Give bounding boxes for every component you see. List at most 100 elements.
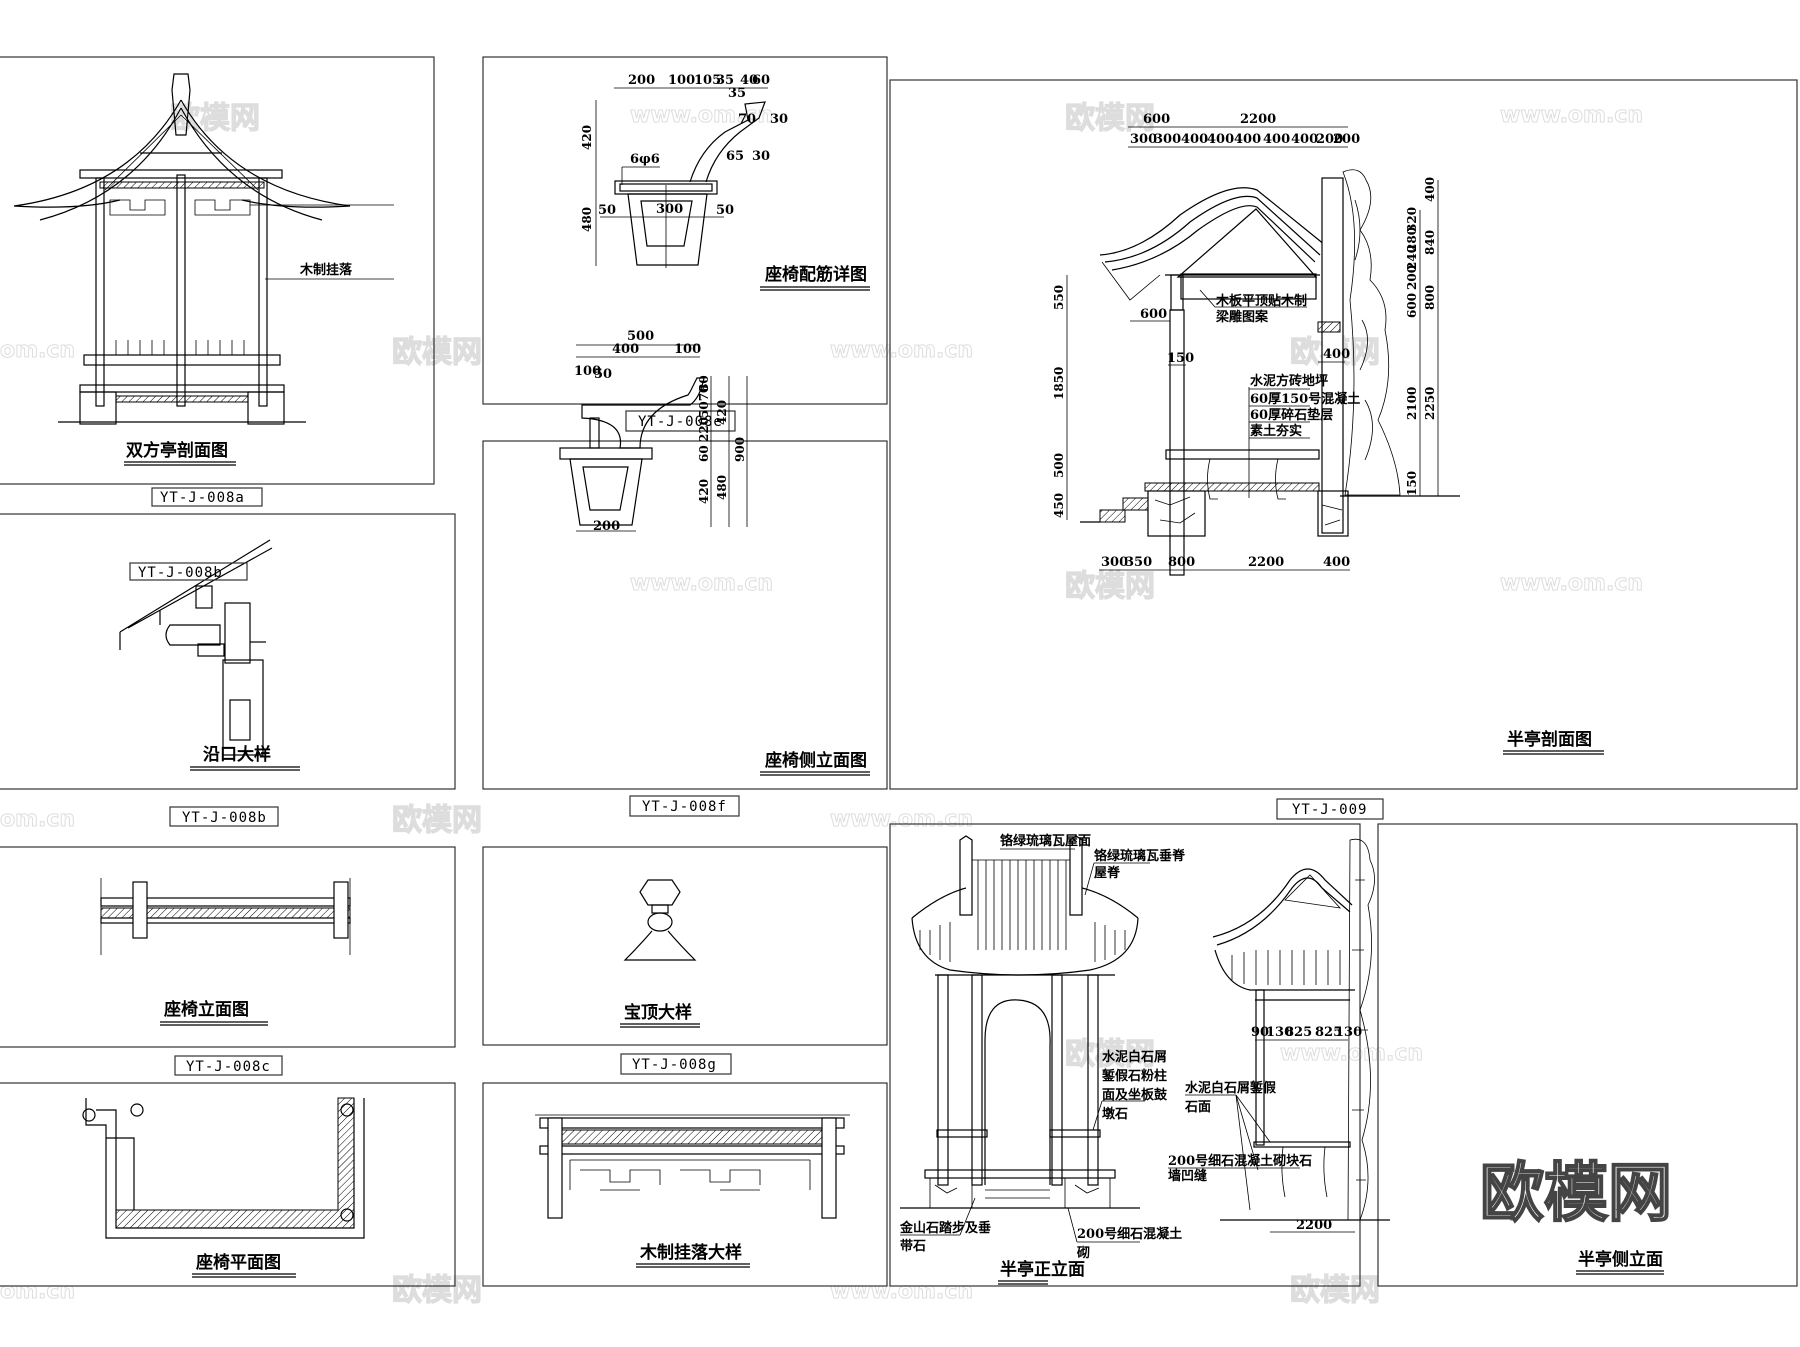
drawing-code: YT-J-008e (638, 414, 723, 430)
note-label: 水泥白石屑錾假 (1185, 1080, 1277, 1096)
dimension: 70 (738, 112, 756, 127)
drawing-wooden-hanging-frieze: 木制挂落大样 (535, 1114, 850, 1268)
dimension: 600 (1140, 307, 1167, 322)
dimension: 300 (1154, 132, 1181, 147)
dimension: 400 (1234, 132, 1261, 147)
drawing-code: YT-J-008a (160, 490, 245, 506)
dimension: 2100 (1405, 387, 1419, 420)
dimension: 600 (1143, 112, 1170, 127)
dimension: 130 (1266, 1025, 1293, 1040)
dimension: 200 (1316, 132, 1343, 147)
watermark-url: om.cn (0, 338, 75, 363)
dimension: 5070 (697, 385, 711, 418)
dimension: 400 (1263, 132, 1290, 147)
drawing-title: 半亭剖面图 (1507, 729, 1592, 750)
drawing-finial-detail: 宝顶大样 YT-J-008g (620, 879, 732, 1075)
drawing-title: 宝顶大样 (624, 1002, 692, 1023)
drawing-code: YT-J-008f (642, 799, 727, 815)
dimension: 200 (593, 519, 620, 534)
drawing-code: YT-J-009 (1292, 802, 1367, 818)
drawing-double-square-pavilion-section: 木制挂落 双方亭剖面图 YT-J-008a (13, 73, 394, 507)
dimension: 350 (1125, 555, 1152, 570)
drawing-title: 半亭侧立面 (1578, 1249, 1663, 1270)
watermark: 欧模网 (1065, 101, 1155, 136)
watermark-url: www.om.cn (830, 807, 973, 832)
dimension: 2200 (1296, 1218, 1332, 1233)
watermark-url: www.om.cn (830, 1279, 973, 1304)
dimension: 280 (1405, 227, 1419, 252)
drawing-title: 双方亭剖面图 (126, 440, 228, 461)
dimension: 100 (574, 364, 601, 379)
dimension: 420 (715, 400, 729, 425)
dimension: 480 (580, 207, 594, 232)
watermark: 欧模网 (392, 335, 482, 370)
dimension: 2200 (1240, 112, 1276, 127)
dimension: 500 (627, 329, 654, 344)
dimension: 240 (1405, 245, 1419, 270)
dimension: 30 (770, 112, 788, 127)
note-label: 墩石 (1102, 1106, 1128, 1122)
dimension: 400 (1181, 132, 1208, 147)
note-label: 墙凹缝 (1168, 1168, 1207, 1184)
drawing-code: YT-J-008b (182, 810, 267, 826)
watermark-url: www.om.cn (630, 103, 773, 128)
drawing-title: 沿口大样 (203, 744, 271, 765)
dimension: 1850 (1052, 367, 1066, 400)
watermark-layer: 欧模网 欧模网 欧模网 欧模网 欧模网 欧模网 欧模网 欧模网 欧模网 www.… (0, 100, 1644, 1308)
note-label: 砌 (1076, 1246, 1090, 1261)
dimension: 30 (752, 149, 770, 164)
dimension: 200 (628, 73, 655, 88)
note-label: 水泥白石屑 (1102, 1049, 1167, 1065)
drawing-bench-plan: 座椅平面图 (82, 1097, 365, 1278)
watermark: 欧模网 (1290, 1273, 1380, 1308)
dimension: 50 (594, 367, 612, 382)
dimension: 550 (1052, 285, 1066, 310)
note-label: 石面 (1184, 1100, 1211, 1115)
note-label: 200号细石混凝土 (1077, 1226, 1182, 1242)
dimension: 400 (1207, 132, 1234, 147)
dimension: 600 (1405, 293, 1419, 318)
drawing-title: 半亭正立面 (1000, 1259, 1085, 1280)
note-label: 面及坐板鼓 (1102, 1087, 1168, 1103)
note-label: 200号细石混凝土砌块石 (1168, 1153, 1312, 1169)
watermark: 欧模网 (1065, 569, 1155, 604)
dimension: 900 (733, 437, 747, 462)
drawing-title: 座椅侧立面图 (765, 750, 867, 771)
dimension: 400 (1423, 177, 1437, 202)
dimension: 400 (1323, 555, 1350, 570)
dimension: 300 (656, 202, 683, 217)
dimension: 320 (1405, 207, 1419, 232)
watermark: 欧模网 (392, 1273, 482, 1308)
dimension: 35 (716, 73, 734, 88)
drawing-code: YT-J-008g (632, 1057, 717, 1073)
note-label: 铬绿琉璃瓦垂脊 (1094, 848, 1186, 864)
dimension: 450 (1052, 493, 1066, 518)
watermark: 欧模网 (1065, 1037, 1155, 1072)
drawing-eave-detail: YT-J-008b 沿口大样 YT-J-008b (119, 539, 300, 827)
dimension: 500 (1052, 453, 1066, 478)
dimension: 400 (612, 342, 639, 357)
dimension: 150 (1167, 351, 1194, 366)
dimension: 800 (1168, 555, 1195, 570)
drawing-title: 座椅立面图 (164, 999, 249, 1020)
note-label: 木制挂落 (299, 262, 353, 278)
dimension: 80 (697, 375, 711, 392)
watermark-url: www.om.cn (630, 571, 773, 596)
watermark: 欧模网 (392, 803, 482, 838)
dimension: 40 (740, 73, 758, 88)
note-label: 素土夯实 (1250, 423, 1302, 439)
dimension: 50 (598, 203, 616, 218)
dimension: 2250 (1423, 387, 1437, 420)
drawing-half-pavilion-front-elevation: 铬绿琉璃瓦屋面 铬绿琉璃瓦垂脊 屋脊 水泥白石屑 錾假石粉柱 面及坐板鼓 墩石 … (899, 833, 1186, 1285)
dimension: 800 (1423, 285, 1437, 310)
dimension: 840 (1423, 230, 1437, 255)
note-label: 60厚碎石垫层 (1250, 407, 1333, 423)
dimension: 200 (1405, 265, 1419, 290)
dimension: 65 (726, 149, 744, 164)
dimension: 105 (694, 73, 721, 88)
watermark-url: www.om.cn (1500, 571, 1643, 596)
drawing-bench-rebar-detail: 200 100 105 35 40 60 35 420 480 6φ6 300 … (580, 73, 870, 432)
panel-frames (0, 56, 1798, 1287)
dimension: 100 (668, 73, 695, 88)
